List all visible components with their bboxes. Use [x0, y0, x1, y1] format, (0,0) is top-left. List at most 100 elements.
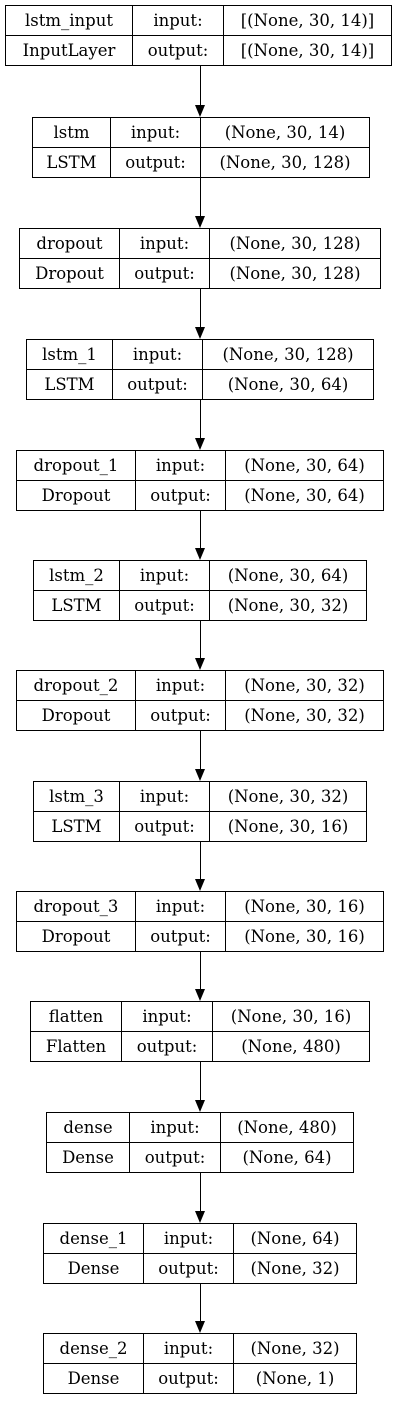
input-shape: (None, 64) [250, 1229, 340, 1248]
input-label: input: [155, 456, 206, 475]
edge-line [200, 1173, 201, 1211]
layer-node: flatten input: (None, 30, 16) Flatten ou… [30, 1001, 370, 1062]
edge-line [200, 731, 201, 769]
layer-node: lstm_3 input: (None, 30, 32) LSTM output… [33, 781, 367, 842]
divider [143, 1224, 144, 1283]
layer-name: lstm_input [25, 11, 113, 30]
layer-name: dropout [36, 234, 103, 253]
divider [135, 451, 136, 510]
divider [225, 892, 226, 951]
output-label: output: [158, 1369, 219, 1388]
layer-node-input-row: dropout_3 input: (None, 30, 16) [17, 892, 383, 922]
output-label: output: [144, 1148, 206, 1167]
edge-line [200, 952, 201, 989]
layer-type: InputLayer [22, 41, 116, 60]
divider [132, 6, 133, 65]
output-label: output: [150, 706, 211, 725]
layer-name: flatten [48, 1007, 104, 1026]
edge-line [200, 621, 201, 658]
arrowhead-icon [195, 216, 205, 228]
output-label: output: [134, 596, 195, 615]
layer-node-output-row: LSTM output: (None, 30, 128) [33, 148, 369, 177]
divider [119, 782, 120, 841]
layer-type: LSTM [51, 596, 102, 615]
input-shape: (None, 30, 64) [227, 566, 349, 585]
input-label: input: [142, 1007, 192, 1026]
divider [209, 229, 210, 288]
layer-type: Dense [67, 1259, 120, 1278]
arrowhead-icon [195, 658, 205, 670]
divider [212, 1002, 213, 1061]
input-label: input: [139, 566, 190, 585]
layer-node-output-row: Dropout output: (None, 30, 64) [17, 481, 383, 510]
layer-type: Flatten [45, 1037, 107, 1056]
layer-node-input-row: dropout input: (None, 30, 128) [20, 229, 380, 259]
layer-name: dense_1 [59, 1229, 128, 1248]
layer-node-output-row: Dropout output: (None, 30, 16) [17, 922, 383, 951]
divider [129, 1113, 130, 1172]
input-label: input: [153, 11, 203, 30]
divider [110, 118, 111, 177]
layer-name: dense [63, 1118, 113, 1137]
layer-node: lstm input: (None, 30, 14) LSTM output: … [32, 117, 370, 178]
input-shape: [(None, 30, 14)] [240, 11, 375, 30]
layer-node-output-row: Dropout output: (None, 30, 128) [20, 259, 380, 288]
output-shape: (None, 30, 64) [227, 375, 349, 394]
arrowhead-icon [195, 548, 205, 560]
layer-node: dropout_3 input: (None, 30, 16) Dropout … [16, 891, 384, 952]
layer-node-input-row: flatten input: (None, 30, 16) [31, 1002, 369, 1032]
layer-node-output-row: Dense output: (None, 32) [44, 1254, 356, 1283]
layer-type: Dropout [41, 706, 111, 725]
layer-node: dense_2 input: (None, 32) Dense output: … [43, 1333, 357, 1394]
layer-type: Dropout [41, 927, 111, 946]
input-label: input: [139, 787, 190, 806]
divider [119, 561, 120, 620]
layer-type: Dense [62, 1148, 114, 1167]
output-label: output: [136, 1037, 198, 1056]
edge-line [200, 400, 201, 438]
arrowhead-icon [195, 1321, 205, 1333]
output-shape: (None, 30, 32) [244, 706, 365, 725]
layer-node-output-row: Flatten output: (None, 480) [31, 1032, 369, 1061]
layer-name: dense_2 [59, 1339, 128, 1358]
input-label: input: [163, 1339, 214, 1358]
arrowhead-icon [195, 327, 205, 339]
layer-type: Dropout [35, 264, 104, 283]
input-label: input: [150, 1118, 200, 1137]
output-shape: (None, 64) [242, 1148, 332, 1167]
divider [202, 340, 203, 399]
layer-node: dense_1 input: (None, 64) Dense output: … [43, 1223, 357, 1284]
arrowhead-icon [195, 989, 205, 1001]
layer-node-input-row: dropout_2 input: (None, 30, 32) [17, 671, 383, 701]
layer-node-input-row: lstm_input input: [(None, 30, 14)] [6, 6, 391, 36]
output-label: output: [134, 817, 195, 836]
divider [223, 6, 224, 65]
output-label: output: [134, 264, 195, 283]
divider [225, 451, 226, 510]
layer-type: LSTM [44, 375, 95, 394]
divider [225, 671, 226, 730]
input-label: input: [130, 123, 181, 142]
output-shape: (None, 30, 16) [227, 817, 349, 836]
output-label: output: [158, 1259, 219, 1278]
layer-node-output-row: Dropout output: (None, 30, 32) [17, 701, 383, 730]
input-shape: (None, 30, 32) [244, 676, 365, 695]
divider [233, 1334, 234, 1393]
input-shape: (None, 30, 32) [227, 787, 349, 806]
arrowhead-icon [195, 879, 205, 891]
input-label: input: [163, 1229, 214, 1248]
output-shape: (None, 480) [241, 1037, 341, 1056]
edge-line [200, 66, 201, 105]
input-shape: (None, 30, 16) [230, 1007, 352, 1026]
layer-node: dropout_2 input: (None, 30, 32) Dropout … [16, 670, 384, 731]
input-label: input: [139, 234, 190, 253]
divider [135, 671, 136, 730]
layer-node-output-row: InputLayer output: [(None, 30, 14)] [6, 36, 391, 65]
layer-node-output-row: LSTM output: (None, 30, 16) [34, 812, 366, 841]
divider [220, 1113, 221, 1172]
layer-node-output-row: Dense output: (None, 1) [44, 1364, 356, 1393]
input-shape: (None, 32) [250, 1339, 340, 1358]
layer-name: lstm_2 [49, 566, 104, 585]
input-shape: (None, 30, 128) [222, 345, 354, 364]
arrowhead-icon [195, 105, 205, 117]
